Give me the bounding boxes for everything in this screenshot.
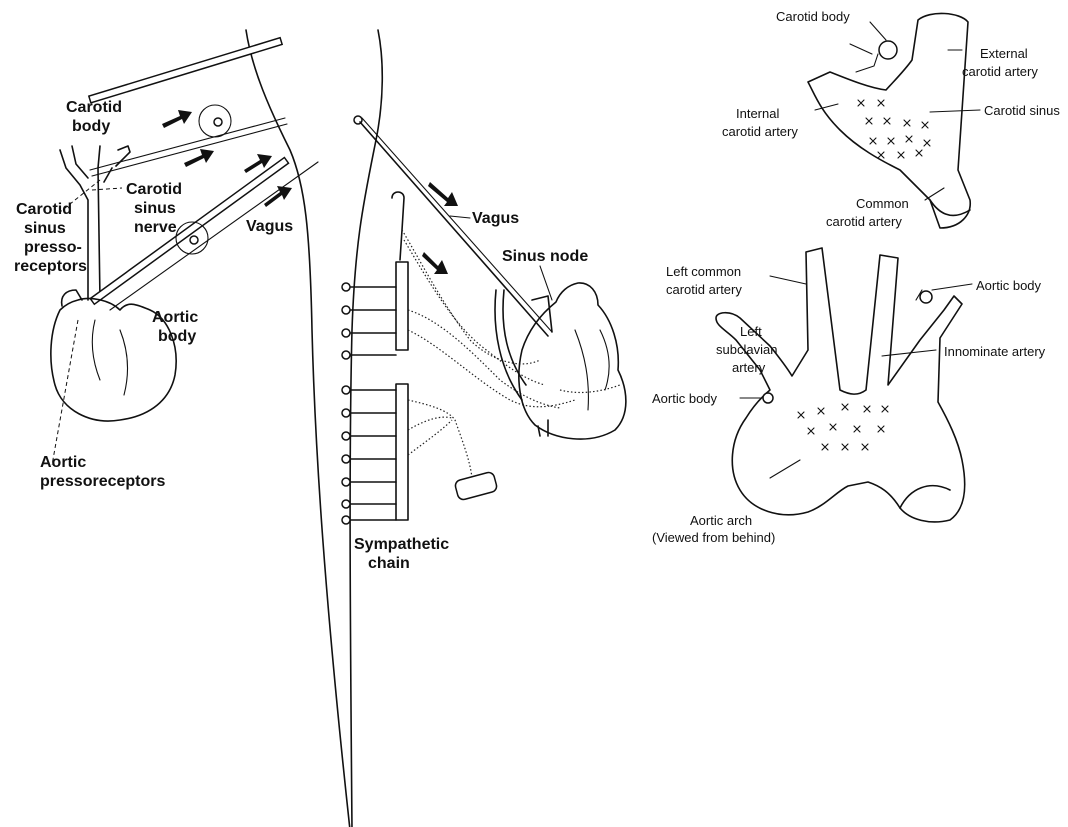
label-carotid-body-2: body <box>72 118 110 135</box>
label-aortic-body-1: Aortic <box>152 309 198 326</box>
label-aortic-pressoreceptors-1: Aortic <box>40 454 86 471</box>
middle-heart <box>519 283 626 439</box>
carotid-sinus-marks <box>858 100 930 158</box>
label-carotid-sinus-nerve-2: sinus <box>134 200 176 217</box>
label-carotid-sinus: Carotid sinus <box>984 103 1060 118</box>
label-internal-carotid-2: carotid artery <box>722 124 798 139</box>
label-aortic-body-top: Aortic body <box>976 278 1042 293</box>
label-carotid-sinus-4: receptors <box>14 258 87 275</box>
label-left-subclavian-1: Left <box>740 324 762 339</box>
label-internal-carotid-1: Internal <box>736 106 779 121</box>
label-common-carotid-1: Common <box>856 196 909 211</box>
middle-panel-drawing <box>342 116 626 524</box>
label-carotid-sinus-nerve-1: Carotid <box>126 181 182 198</box>
label-vagus-middle: Vagus <box>472 210 519 227</box>
aortic-arch-marks <box>798 404 888 450</box>
carotid-nerve-bundle <box>89 38 282 103</box>
label-external-carotid-1: External <box>980 46 1028 61</box>
label-aortic-body-2: body <box>158 328 196 345</box>
label-carotid-body-1: Carotid <box>66 99 122 116</box>
body-outline <box>246 30 382 827</box>
label-common-carotid-2: carotid artery <box>826 214 902 229</box>
label-innominate-artery: Innominate artery <box>944 344 1046 359</box>
label-carotid-sinus-2: sinus <box>24 220 66 237</box>
label-aortic-arch-2: (Viewed from behind) <box>652 530 775 545</box>
sympathetic-chain <box>342 192 575 524</box>
arrow-icon <box>428 182 458 206</box>
label-aortic-pressoreceptors-2: pressoreceptors <box>40 473 165 490</box>
label-carotid-sinus-1: Carotid <box>16 201 72 218</box>
label-vagus-left: Vagus <box>246 218 293 235</box>
arrow-icon <box>422 252 448 274</box>
adrenal-cylinder <box>454 471 498 501</box>
label-aortic-arch-1: Aortic arch <box>690 513 752 528</box>
aortic-arch-drawing <box>716 248 972 522</box>
label-left-common-carotid-2: carotid artery <box>666 282 742 297</box>
label-left-subclavian-2: subclavian <box>716 342 777 357</box>
label-carotid-sinus-nerve-3: nerve <box>134 219 177 236</box>
label-sympathetic-chain-2: chain <box>368 555 410 572</box>
label-left-subclavian-3: artery <box>732 360 766 375</box>
arrow-icon <box>264 186 292 207</box>
arrow-icon <box>184 149 214 167</box>
label-left-common-carotid-1: Left common <box>666 264 741 279</box>
label-tr-carotid-body: Carotid body <box>776 9 850 24</box>
label-external-carotid-2: carotid artery <box>962 64 1038 79</box>
label-sinus-node: Sinus node <box>502 248 588 265</box>
label-sympathetic-chain-1: Sympathetic <box>354 536 449 553</box>
label-aortic-body-side: Aortic body <box>652 391 718 406</box>
arrow-icon <box>162 110 192 128</box>
label-carotid-sinus-3: presso- <box>24 239 82 256</box>
